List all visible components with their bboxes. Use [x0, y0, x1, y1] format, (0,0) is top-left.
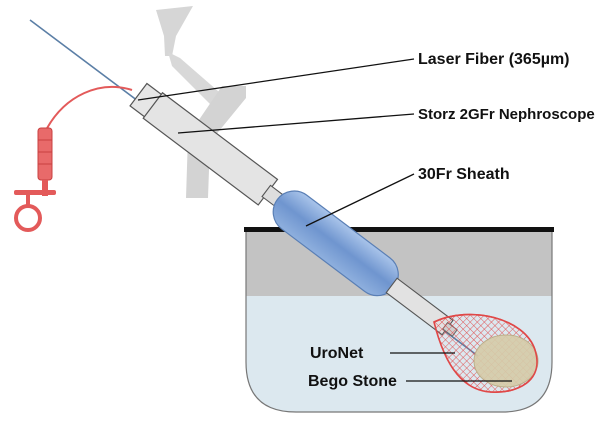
uronet-basket — [433, 313, 539, 393]
eyepiece-funnel — [156, 6, 193, 56]
nephroscope-eyepiece — [156, 6, 246, 198]
label-bego-stone: Bego Stone — [308, 373, 397, 390]
leader-sheath — [305, 173, 415, 227]
tank-wall — [245, 231, 553, 413]
red-fiber-cable — [45, 85, 133, 131]
red-connector-stem — [42, 180, 48, 196]
leader-laser-fiber — [137, 58, 415, 101]
label-sheath: 30Fr Sheath — [418, 166, 510, 183]
uronet-front-wire — [433, 313, 538, 393]
leader-nephroscope — [177, 113, 415, 134]
eyepiece-arm — [168, 52, 226, 110]
eyepiece-post — [186, 86, 246, 198]
fiber-connector-lead — [14, 85, 133, 232]
red-connector-ring — [14, 204, 42, 232]
label-laser-fiber: Laser Fiber (365µm) — [418, 51, 570, 68]
label-uronet: UroNet — [310, 345, 364, 362]
tank-rim — [244, 227, 554, 232]
label-nephroscope: Storz 2GFr Nephroscope — [418, 106, 595, 123]
red-connector-bar — [14, 190, 56, 195]
bego-stone — [473, 334, 539, 388]
leader-lines — [137, 58, 512, 382]
red-connector-body — [37, 127, 53, 181]
